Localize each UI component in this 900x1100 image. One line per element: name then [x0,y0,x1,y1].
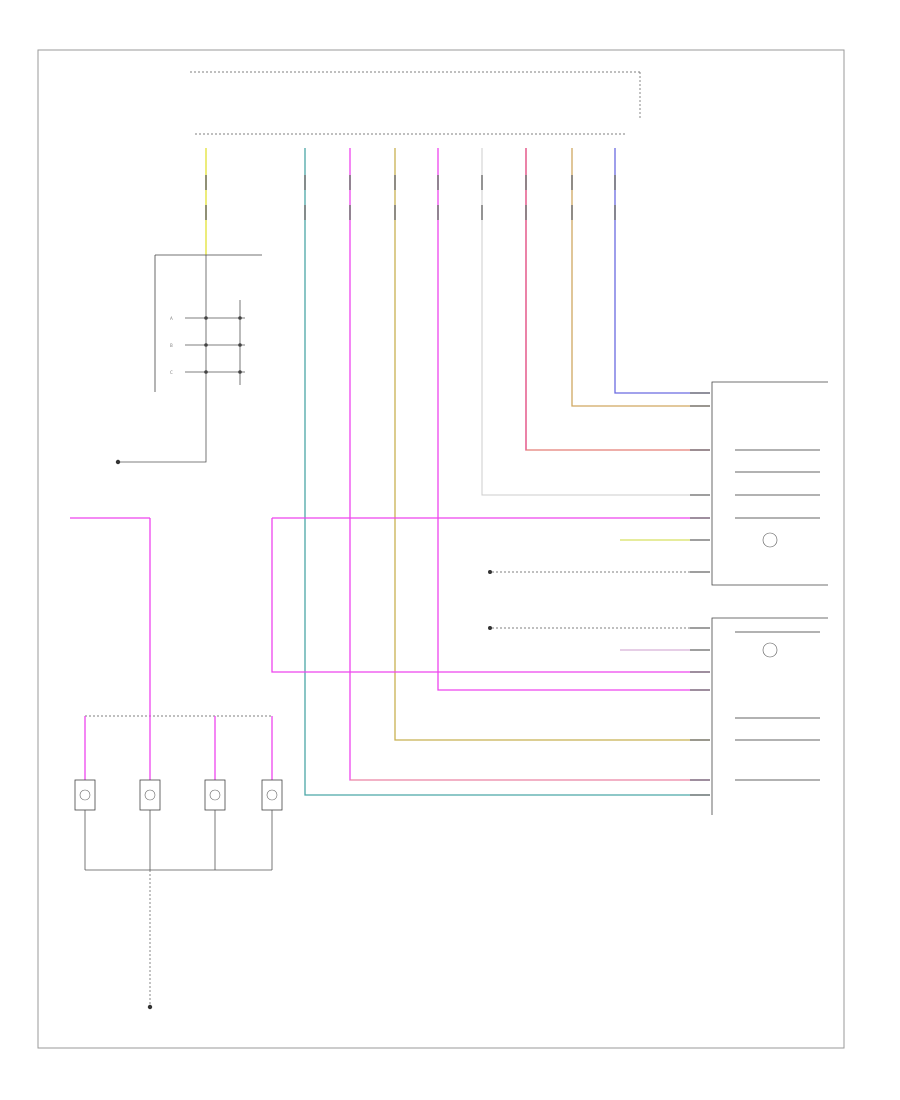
wire-feed-loop [271,518,710,673]
connector-ticks [205,175,616,220]
diagram-frame [37,49,845,1049]
lamp-columns [84,700,273,780]
wire-gray [481,148,710,496]
lamp-ground-legs [84,810,273,871]
svg-text:A: A [170,316,173,321]
wire-magenta-2 [437,148,710,691]
switch-ground-wire [120,420,207,463]
right-rear-connector-pins [690,627,710,796]
wire-pink [525,148,710,451]
lr-ground-symbol [488,570,492,574]
headlamp-switch: A B C [154,254,262,420]
svg-text:B: B [170,343,173,348]
right-rear-lamp-assembly [711,617,828,815]
ground-top-symbol [115,459,121,465]
svg-text:C: C [170,370,173,375]
wire-tan [571,148,710,407]
left-rear-lamp-assembly [711,381,828,586]
left-rear-connector-pins [690,392,710,573]
wire-magenta-1 [349,148,710,781]
rr-ground-symbol [488,626,492,630]
lamp-boxes [74,779,283,811]
wire-olive [394,148,710,741]
lamp-bulbs [79,789,278,801]
wire-blue [614,148,710,394]
ground-bottom-symbol [147,1004,153,1010]
wire-teal [304,148,710,796]
